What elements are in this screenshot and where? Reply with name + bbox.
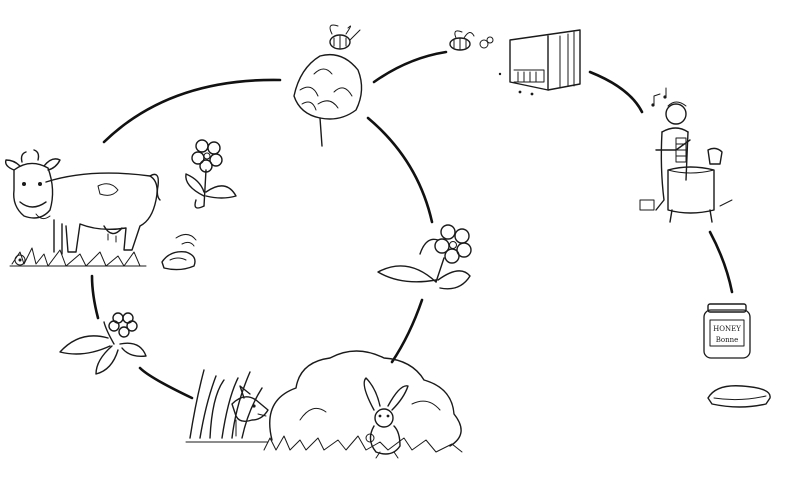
jar-label-line2: Bonne <box>716 336 739 344</box>
arc-clover-to-cow <box>90 274 100 320</box>
blossom-with-bee-icon <box>293 24 363 147</box>
arc-cow-to-blossom <box>102 78 282 144</box>
arc-blossom-to-bee <box>372 50 448 84</box>
bread-slice-icon <box>707 385 771 408</box>
dung-icon <box>161 234 197 271</box>
rabbit-icon <box>363 377 409 459</box>
arc-hive-to-beekeeper <box>588 70 644 114</box>
arc-flower-to-bush <box>390 298 424 364</box>
bush-icon <box>263 350 463 453</box>
cow-icon <box>4 149 161 255</box>
beehive-icon <box>498 29 581 96</box>
flower-icon <box>377 224 472 290</box>
grass-icon <box>9 247 147 267</box>
jar-label-line1: HONEY <box>713 325 741 333</box>
cycle-arrows <box>90 50 734 400</box>
flower-icon <box>185 139 237 209</box>
tall-grass-icon <box>185 369 269 443</box>
flying-bee-icon <box>449 30 494 51</box>
small-flower-icon <box>14 254 26 266</box>
clover-plant-icon <box>59 312 147 375</box>
beekeeper-icon <box>639 87 733 223</box>
arc-beekeeper-to-jar <box>708 230 734 294</box>
honey-jar-icon: HONEY Bonne <box>703 303 751 359</box>
arc-blossom-to-flower <box>366 116 434 224</box>
arc-bush-to-clover <box>138 366 194 400</box>
fox-icon <box>231 385 269 437</box>
